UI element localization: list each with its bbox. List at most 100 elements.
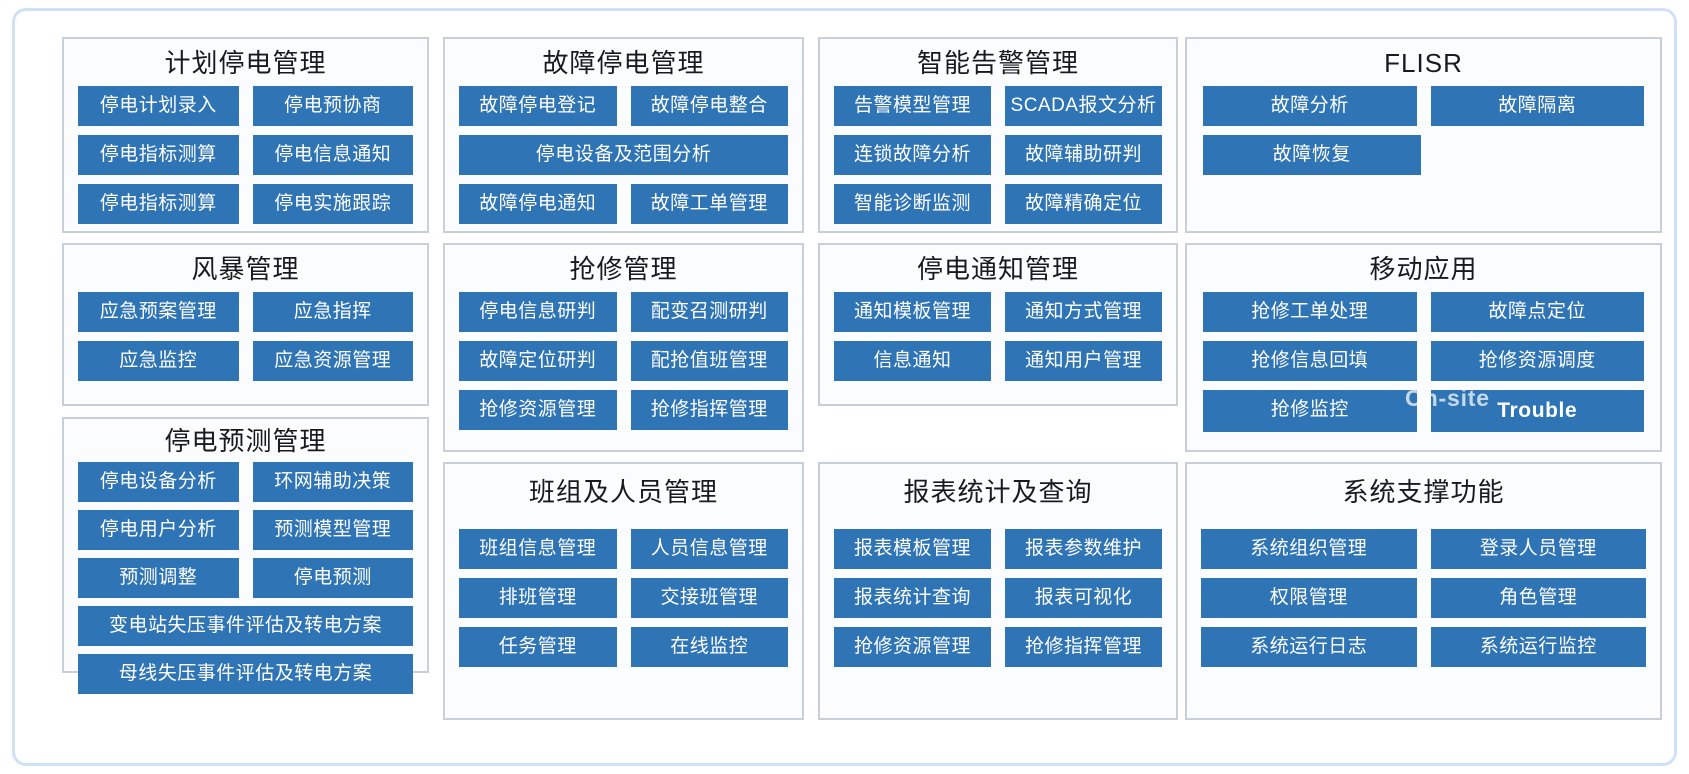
outer-frame: 计划停电管理 停电计划录入 停电预协商 停电指标测算 停电信息通知 停电指标测算…: [12, 8, 1677, 766]
module-button[interactable]: 停电指标测算: [78, 134, 239, 175]
module-button[interactable]: 智能诊断监测: [834, 183, 991, 224]
module-button[interactable]: 角色管理: [1430, 577, 1646, 618]
button-row: 抢修资源管理 抢修指挥管理: [834, 626, 1162, 667]
module-button[interactable]: 故障停电整合: [630, 85, 788, 126]
panel-system-support: 系统支撑功能 系统组织管理 登录人员管理 权限管理 角色管理 系统运行日志 系统…: [1185, 462, 1662, 720]
module-button[interactable]: 连锁故障分析: [834, 134, 991, 175]
button-row: 抢修工单处理 故障点定位: [1203, 291, 1644, 332]
button-row: 停电计划录入 停电预协商: [78, 85, 413, 126]
module-button[interactable]: 应急资源管理: [252, 340, 413, 381]
module-button[interactable]: 报表统计查询: [834, 577, 991, 618]
button-row: 停电信息研判 配变召测研判: [459, 291, 788, 332]
button-row: 故障定位研判 配抢值班管理: [459, 340, 788, 381]
panel-body-storm: 应急预案管理 应急指挥 应急监控 应急资源管理: [64, 291, 427, 402]
module-button[interactable]: 人员信息管理: [630, 528, 788, 569]
module-button[interactable]: 权限管理: [1201, 577, 1417, 618]
module-button[interactable]: 报表模板管理: [834, 528, 991, 569]
panel-body-mobile-app: 抢修工单处理 故障点定位 抢修信息回填 抢修资源调度 抢修监控 Trouble: [1187, 291, 1660, 453]
button-row: 停电指标测算 停电信息通知: [78, 134, 413, 175]
module-button[interactable]: 故障辅助研判: [1005, 134, 1162, 175]
panel-team-personnel: 班组及人员管理 班组信息管理 人员信息管理 排班管理 交接班管理 任务管理 在线…: [443, 462, 804, 720]
panel-flisr: FLISR 故障分析 故障隔离 故障恢复: [1185, 37, 1662, 233]
module-button[interactable]: 预测调整: [78, 557, 239, 598]
panel-title-smart-alarm: 智能告警管理: [916, 48, 1079, 78]
module-button[interactable]: 停电信息研判: [459, 291, 617, 332]
module-button[interactable]: 抢修指挥管理: [1005, 626, 1162, 667]
button-row: 停电指标测算 停电实施跟踪: [78, 183, 413, 224]
button-row: 通知模板管理 通知方式管理: [834, 291, 1162, 332]
panel-fault-outage: 故障停电管理 故障停电登记 故障停电整合 停电设备及范围分析 故障停电通知 故障…: [443, 37, 804, 233]
module-button[interactable]: 信息通知: [834, 340, 991, 381]
button-row: 应急监控 应急资源管理: [78, 340, 413, 381]
button-row: 班组信息管理 人员信息管理: [459, 528, 788, 569]
module-button[interactable]: 停电预测: [252, 557, 413, 598]
button-row: 报表模板管理 报表参数维护: [834, 528, 1162, 569]
module-button[interactable]: 排班管理: [459, 577, 617, 618]
module-button[interactable]: 故障工单管理: [630, 183, 788, 224]
button-row: 抢修资源管理 抢修指挥管理: [459, 389, 788, 430]
panel-title-outage-notice: 停电通知管理: [916, 254, 1079, 284]
panel-body-report-stats: 报表模板管理 报表参数维护 报表统计查询 报表可视化 抢修资源管理 抢修指挥管理: [820, 528, 1176, 688]
module-button[interactable]: 停电用户分析: [78, 509, 239, 550]
button-row: 抢修监控 Trouble: [1203, 389, 1644, 432]
module-button[interactable]: 故障精确定位: [1005, 183, 1162, 224]
module-button[interactable]: 配抢值班管理: [630, 340, 788, 381]
module-button[interactable]: 通知用户管理: [1005, 340, 1162, 381]
module-button[interactable]: 抢修资源调度: [1430, 340, 1644, 381]
module-button[interactable]: 抢修指挥管理: [630, 389, 788, 430]
panel-report-stats: 报表统计及查询 报表模板管理 报表参数维护 报表统计查询 报表可视化 抢修资源管…: [818, 462, 1178, 720]
module-button[interactable]: 报表参数维护: [1005, 528, 1162, 569]
module-button[interactable]: 通知模板管理: [834, 291, 991, 332]
module-button[interactable]: 环网辅助决策: [252, 461, 413, 502]
module-button[interactable]: 故障停电通知: [459, 183, 617, 224]
button-row: 停电设备分析 环网辅助决策: [78, 461, 413, 502]
module-button[interactable]: 故障停电登记: [459, 85, 617, 126]
module-button[interactable]: 停电设备及范围分析: [459, 134, 788, 175]
module-button[interactable]: 抢修资源管理: [834, 626, 991, 667]
module-button[interactable]: 停电预协商: [252, 85, 413, 126]
panel-title-outage-forecast: 停电预测管理: [164, 426, 327, 456]
panel-outage-forecast: 停电预测管理 停电设备分析 环网辅助决策 停电用户分析 预测模型管理 预测调整 …: [62, 417, 429, 694]
module-button[interactable]: 停电计划录入: [78, 85, 239, 126]
module-button[interactable]: SCADA报文分析: [1005, 85, 1162, 126]
module-button[interactable]: 通知方式管理: [1005, 291, 1162, 332]
module-button[interactable]: 抢修资源管理: [459, 389, 617, 430]
panel-body-smart-alarm: 告警模型管理 SCADA报文分析 连锁故障分析 故障辅助研判 智能诊断监测 故障…: [820, 85, 1176, 245]
module-button[interactable]: 预测模型管理: [252, 509, 413, 550]
module-button[interactable]: 系统运行监控: [1430, 626, 1646, 667]
module-button[interactable]: 故障点定位: [1430, 291, 1644, 332]
module-button[interactable]: 抢修信息回填: [1203, 340, 1417, 381]
module-button[interactable]: 停电设备分析: [78, 461, 239, 502]
module-button[interactable]: 抢修监控: [1203, 389, 1417, 432]
module-button[interactable]: 停电信息通知: [252, 134, 413, 175]
module-button[interactable]: Trouble: [1430, 389, 1644, 432]
module-button[interactable]: 配变召测研判: [630, 291, 788, 332]
module-button[interactable]: 停电实施跟踪: [252, 183, 413, 224]
module-button[interactable]: 班组信息管理: [459, 528, 617, 569]
module-button[interactable]: 停电指标测算: [78, 183, 239, 224]
module-button[interactable]: 故障定位研判: [459, 340, 617, 381]
panel-title-report-stats: 报表统计及查询: [903, 477, 1093, 507]
module-button[interactable]: 应急指挥: [252, 291, 413, 332]
panel-smart-alarm: 智能告警管理 告警模型管理 SCADA报文分析 连锁故障分析 故障辅助研判 智能…: [818, 37, 1178, 233]
module-button[interactable]: 故障分析: [1203, 85, 1417, 126]
module-button[interactable]: 变电站失压事件评估及转电方案: [78, 605, 413, 646]
panel-planned-outage: 计划停电管理 停电计划录入 停电预协商 停电指标测算 停电信息通知 停电指标测算…: [62, 37, 429, 233]
module-button[interactable]: 母线失压事件评估及转电方案: [78, 653, 413, 694]
module-button[interactable]: 故障隔离: [1430, 85, 1644, 126]
module-button[interactable]: 报表可视化: [1005, 577, 1162, 618]
module-button[interactable]: 交接班管理: [630, 577, 788, 618]
module-button[interactable]: 系统组织管理: [1201, 528, 1417, 569]
module-button[interactable]: 故障恢复: [1203, 134, 1421, 175]
module-button[interactable]: 应急监控: [78, 340, 239, 381]
module-button[interactable]: 系统运行日志: [1201, 626, 1417, 667]
module-button[interactable]: 应急预案管理: [78, 291, 239, 332]
button-row: 故障恢复: [1203, 134, 1644, 175]
panel-title-fault-outage: 故障停电管理: [542, 48, 705, 78]
module-button[interactable]: 任务管理: [459, 626, 617, 667]
module-button[interactable]: 在线监控: [630, 626, 788, 667]
button-row: 系统组织管理 登录人员管理: [1201, 528, 1646, 569]
module-button[interactable]: 登录人员管理: [1430, 528, 1646, 569]
module-button[interactable]: 告警模型管理: [834, 85, 991, 126]
module-button[interactable]: 抢修工单处理: [1203, 291, 1417, 332]
